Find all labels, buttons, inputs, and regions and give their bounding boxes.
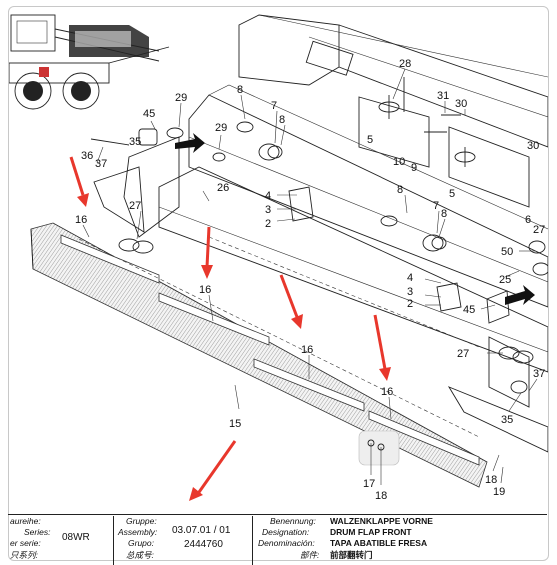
callout-16: 16: [75, 214, 87, 226]
series-label-en: Series:: [24, 527, 51, 537]
callout-17: 17: [363, 478, 375, 490]
assembly-label-es: Grupo:: [128, 538, 154, 548]
callout-25: 25: [499, 274, 511, 286]
exploded-view-diagram: 8 29 45 35 36 37 29 7 8 28 31 30 5 10 9 …: [9, 14, 548, 502]
clamping-strip-4: [368, 410, 480, 466]
callout-16: 16: [381, 386, 393, 398]
callout-37: 37: [95, 158, 107, 170]
name-label-de: Benennung:: [270, 516, 316, 526]
machine-thumbnail: [9, 14, 170, 110]
red-arrow-1: [69, 156, 89, 207]
callout-8: 8: [397, 184, 403, 196]
callout-30: 30: [527, 140, 539, 152]
callout-45: 45: [143, 108, 155, 120]
assembly-label-en: Assembly:: [118, 527, 158, 537]
title-block-divider: [113, 516, 114, 565]
red-arrow-3: [279, 274, 303, 329]
callout-4: 4: [407, 272, 413, 284]
clamping-strip-1: [60, 234, 160, 284]
clamping-strip-3: [253, 358, 365, 412]
callout-5: 5: [367, 134, 373, 146]
name-es: TAPA ABATIBLE FRESA: [330, 538, 428, 548]
callout-27: 27: [533, 224, 545, 236]
callout-35: 35: [501, 414, 513, 426]
assembly-label-cn: 总成号:: [126, 550, 154, 560]
callout-8: 8: [237, 84, 243, 96]
title-block-divider: [252, 516, 253, 565]
callout-2: 2: [407, 298, 413, 310]
red-arrow-4: [373, 314, 391, 381]
callout-5: 5: [449, 188, 455, 200]
clamping-strip-2: [158, 292, 270, 346]
callout-16: 16: [301, 344, 313, 356]
callout-26: 26: [217, 182, 229, 194]
flap-beam: [93, 84, 548, 453]
name-label-es: Denominación:: [258, 538, 315, 548]
series-label-es: er serie:: [10, 538, 41, 548]
callout-28: 28: [399, 58, 411, 70]
series-value: 08WR: [62, 532, 90, 543]
callout-37: 37: [533, 368, 545, 380]
callout-15: 15: [229, 418, 241, 430]
name-label-cn: 部件:: [300, 550, 320, 560]
callout-18: 18: [485, 474, 497, 486]
callout-8: 8: [279, 114, 285, 126]
callout-16: 16: [199, 284, 211, 296]
callout-50: 50: [501, 246, 513, 258]
callout-31: 31: [437, 90, 449, 102]
callout-6: 6: [525, 214, 531, 226]
bolt-detail-highlight: [358, 430, 400, 485]
rubber-flap: [30, 222, 488, 488]
hardware: [90, 114, 548, 394]
callout-10: 10: [393, 156, 405, 168]
drum-frame: [238, 14, 548, 208]
name-en: DRUM FLAP FRONT: [330, 527, 412, 537]
callout-3: 3: [265, 204, 271, 216]
assembly-value: 03.07.01 / 01: [172, 525, 231, 536]
callout-8: 8: [441, 208, 447, 220]
series-label-de: aureihe:: [10, 516, 41, 526]
callout-30: 30: [455, 98, 467, 110]
callout-7: 7: [433, 200, 439, 212]
callout-9: 9: [411, 162, 417, 174]
part-callouts: 8 29 45 35 36 37 29 7 8 28 31 30 5 10 9 …: [75, 58, 545, 502]
name-de: WALZENKLAPPE VORNE: [330, 516, 433, 526]
bolt-line: [78, 238, 480, 438]
assembly-label-de: Gruppe:: [126, 516, 157, 526]
direction-arrow: [505, 285, 535, 305]
direction-arrow: [175, 133, 205, 153]
red-arrow-5: [189, 440, 237, 501]
red-arrow-2: [201, 226, 213, 279]
title-block: aureihe: Series: er serie: 只系列: 08WR Gru…: [0, 508, 547, 565]
series-label-cn: 只系列:: [10, 550, 38, 560]
callout-27: 27: [457, 348, 469, 360]
callout-2: 2: [265, 218, 271, 230]
callout-19: 19: [493, 486, 505, 498]
callout-35: 35: [129, 136, 141, 148]
assembly-number: 2444760: [184, 539, 223, 550]
drawing-sheet: 8 29 45 35 36 37 29 7 8 28 31 30 5 10 9 …: [8, 6, 549, 561]
leader-lines: [82, 68, 538, 484]
callout-7: 7: [271, 100, 277, 112]
callout-45: 45: [463, 304, 475, 316]
callout-27: 27: [129, 200, 141, 212]
name-cn: 前部翻转门: [330, 550, 373, 560]
title-block-border: [8, 514, 547, 515]
callout-4: 4: [265, 190, 271, 202]
callout-36: 36: [81, 150, 93, 162]
callout-29: 29: [175, 92, 187, 104]
name-label-en: Designation:: [262, 527, 310, 537]
callout-3: 3: [407, 286, 413, 298]
callout-29: 29: [215, 122, 227, 134]
callout-18: 18: [375, 490, 387, 502]
